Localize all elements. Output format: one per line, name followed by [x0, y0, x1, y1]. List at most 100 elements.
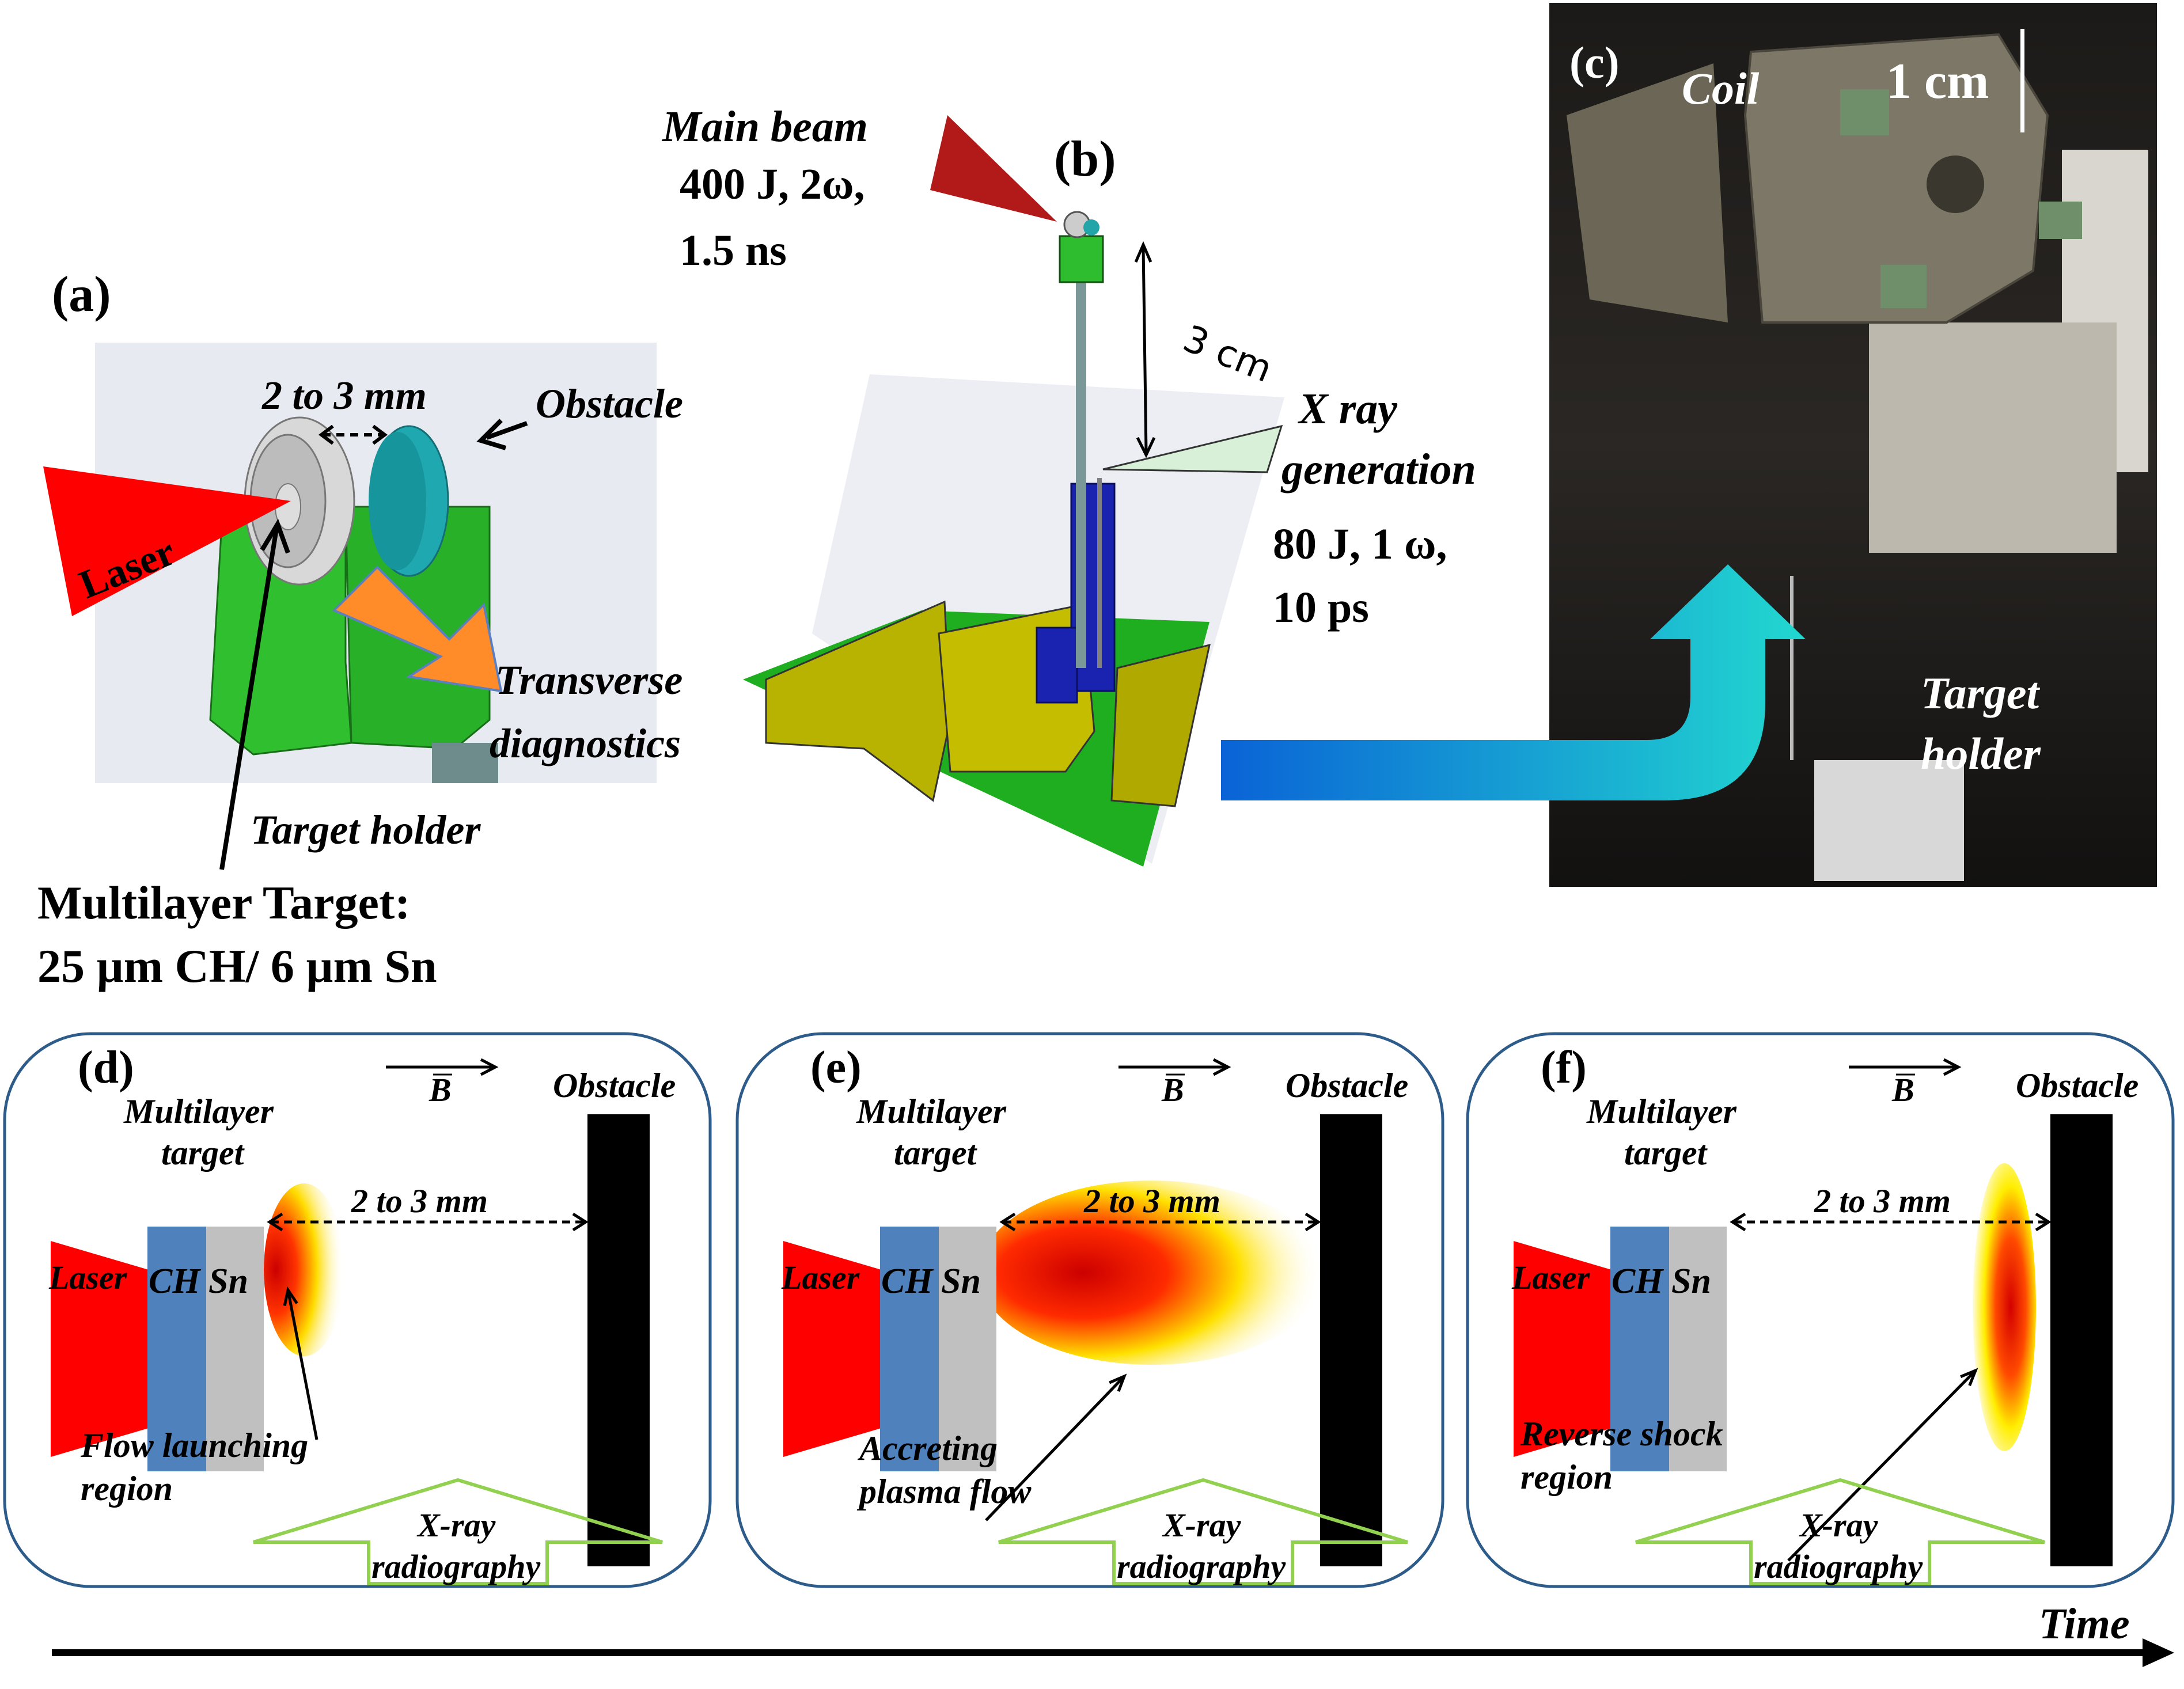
spacing-label: 2 to 3 mm — [1083, 1182, 1220, 1220]
obstacle-label: Obstacle — [536, 381, 683, 427]
transverse-label-line1: Transverse — [495, 657, 682, 703]
panel-a: (a) Laser 2 to 3 mm Obstacle Tran — [37, 267, 683, 992]
coil-right — [1743, 33, 2049, 324]
obstacle-bar — [587, 1114, 650, 1566]
photo-target-label-line1: Target — [1921, 668, 2040, 718]
accreting-flow-plasma — [979, 1181, 1325, 1365]
main-beam-duration: 1.5 ns — [680, 226, 787, 275]
spacing-label: 2 to 3 mm — [261, 374, 427, 418]
sn-layer — [1669, 1227, 1727, 1471]
coil-aperture — [1927, 155, 1984, 213]
photo-target-label-line2: holder — [1921, 728, 2041, 779]
holder-post — [432, 743, 498, 783]
laser-beam — [51, 1241, 149, 1457]
note-label-line1: Accreting — [857, 1429, 998, 1467]
photo-target-base — [1814, 760, 1964, 881]
target-label-line2: target — [1624, 1134, 1708, 1172]
panel-b: 3 cm (b) Main beam 400 J, 2ω, 1.5 ns X r… — [662, 103, 1476, 867]
blue-support-short — [1036, 627, 1078, 704]
sn-label: Sn — [1671, 1262, 1711, 1301]
flow-launching-plasma — [264, 1183, 344, 1356]
sn-label: Sn — [941, 1262, 981, 1301]
scale-bar — [2020, 29, 2024, 132]
target-mount — [1059, 235, 1104, 283]
sn-label: Sn — [208, 1262, 248, 1301]
xray-radiography-arrow — [1635, 1478, 2045, 1585]
xray-label-line2: radiography — [371, 1548, 541, 1585]
obstacle-label: Obstacle — [2016, 1066, 2138, 1105]
note-label-line1: Reverse shock — [1520, 1415, 1723, 1453]
target-pointer-line — [219, 528, 279, 870]
distance-arrow — [1142, 247, 1148, 453]
note-label-line2: plasma flow — [856, 1472, 1032, 1510]
ch-layer — [147, 1227, 206, 1471]
xray-energy: 80 J, 1 ω, — [1273, 520, 1447, 568]
spacing-label: 2 to 3 mm — [351, 1182, 488, 1220]
b-field-label: B — [1161, 1071, 1184, 1109]
note-pointer-arrow — [286, 1289, 318, 1440]
transition-arrow — [1221, 564, 1806, 800]
target-label-line1: Multilayer — [856, 1092, 1007, 1130]
backlighter-wire — [1097, 478, 1102, 668]
target-label-line2: target — [161, 1134, 245, 1172]
xray-label-line1: X-ray — [416, 1506, 496, 1544]
coil-left — [1567, 63, 1728, 322]
ch-layer — [880, 1227, 939, 1471]
panel-border — [3, 1032, 712, 1588]
xray-label-line2: generation — [1280, 445, 1476, 494]
laser-label: Laser — [48, 1259, 127, 1296]
laser-label: Laser — [781, 1259, 860, 1296]
coil-clamp-3 — [1880, 265, 1927, 308]
target-spec-line1: Multilayer Target: — [37, 876, 411, 929]
xray-label-line1: X-ray — [1162, 1506, 1241, 1544]
note-label-line1: Flow launching — [80, 1426, 308, 1464]
ch-label: CH — [1612, 1262, 1664, 1301]
spacing-label: 2 to 3 mm — [1814, 1182, 1951, 1220]
xray-duration: 10 ps — [1273, 583, 1369, 632]
target-spec-line2: 25 µm CH/ 6 µm Sn — [37, 940, 437, 992]
stage-label: (d) — [78, 1042, 134, 1093]
panel-border — [735, 1032, 1444, 1588]
transverse-diagnostics-arrow — [332, 565, 503, 693]
transverse-label-line2: diagnostics — [490, 720, 681, 766]
time-axis-label: Time — [2039, 1600, 2130, 1648]
main-beam-energy: 400 J, 2ω, — [680, 160, 865, 208]
panel-c: (c) Coil 1 cm Target holder — [1549, 3, 2157, 887]
xray-label-line1: X ray — [1298, 385, 1397, 433]
sn-layer — [206, 1227, 264, 1471]
target-label-line2: target — [894, 1134, 978, 1172]
photo-target-stalk — [1790, 576, 1794, 760]
base-block-left — [765, 600, 951, 802]
note-label-line2: region — [1521, 1458, 1613, 1496]
laser-label: Laser — [1511, 1259, 1590, 1296]
xray-generation-cone — [1102, 424, 1283, 473]
note-pointer-arrow — [985, 1375, 1125, 1521]
coil-label: Coil — [1682, 63, 1760, 113]
time-axis-arrowhead — [2143, 1638, 2174, 1667]
laser-beam — [1514, 1241, 1612, 1457]
distance-label: 3 cm — [1177, 317, 1278, 391]
stage-label: (e) — [810, 1042, 862, 1093]
main-beam-title: Main beam — [662, 103, 868, 151]
panel-border — [1466, 1032, 2175, 1588]
laser-cone — [43, 466, 291, 616]
xray-label-line1: X-ray — [1799, 1506, 1878, 1544]
b-field-label: B — [429, 1071, 452, 1109]
panel-b-label: (b) — [1054, 131, 1116, 187]
obstacle-pointer-arrow — [486, 421, 528, 440]
obstacle-bar — [1320, 1114, 1382, 1566]
target-label-line1: Multilayer — [1586, 1092, 1737, 1130]
coil-clamp-1 — [1840, 89, 1889, 135]
base-block-right — [1110, 643, 1211, 807]
panel-a-label: (a) — [52, 267, 111, 322]
coil-clamp-2 — [2039, 202, 2082, 239]
ch-label: CH — [881, 1262, 934, 1301]
xray-radiography-arrow — [253, 1478, 663, 1585]
reverse-shock-plasma — [1973, 1163, 2036, 1451]
xray-label-line2: radiography — [1117, 1548, 1286, 1585]
